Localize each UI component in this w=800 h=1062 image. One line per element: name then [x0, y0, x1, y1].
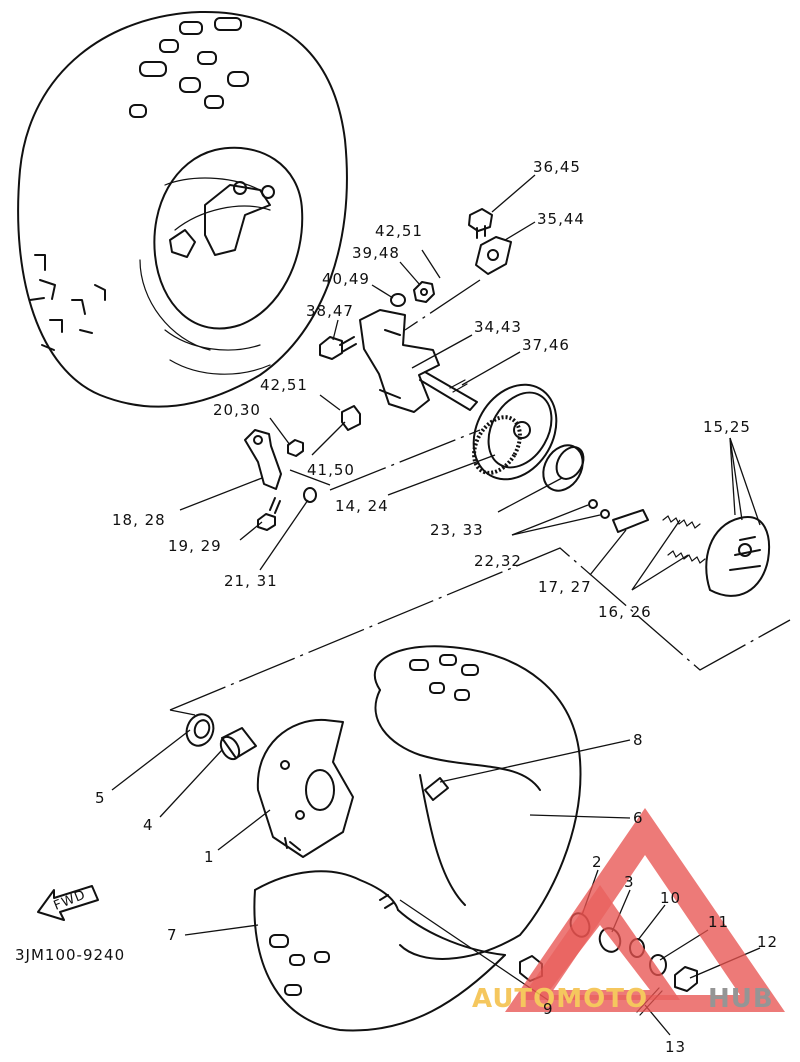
label-34-43: 34,43 [474, 318, 522, 336]
label-13: 13 [665, 1038, 686, 1056]
automotohub-watermark: AUTOMOTO HUB [472, 808, 785, 1014]
label-22-32: 22,32 [474, 552, 522, 570]
label-39-48: 39,48 [352, 244, 400, 262]
label-16-26: 16, 26 [598, 603, 652, 621]
steering-knuckle-assembly [244, 208, 770, 597]
label-2: 2 [592, 853, 603, 871]
label-36-45: 36,45 [533, 158, 581, 176]
part-labels: 36,45 35,44 42,51 39,48 40,49 38,47 34,4… [15, 158, 778, 1056]
label-11: 11 [708, 913, 729, 931]
label-15-25: 15,25 [703, 418, 751, 436]
label-17-27: 17, 27 [538, 578, 592, 596]
label-20-30: 20,30 [213, 401, 261, 419]
label-7: 7 [167, 926, 178, 944]
label-40-49: 40,49 [322, 270, 370, 288]
label-14-24: 14, 24 [335, 497, 389, 515]
label-6: 6 [633, 809, 644, 827]
label-21-31: 21, 31 [224, 572, 278, 590]
label-37-46: 37,46 [522, 336, 570, 354]
assembly-guide-lines [169, 279, 791, 716]
label-5: 5 [95, 789, 106, 807]
label-3: 3 [624, 873, 635, 891]
label-19-29: 19, 29 [168, 537, 222, 555]
label-42-51-top: 42,51 [375, 222, 423, 240]
label-8: 8 [633, 731, 644, 749]
lower-wheel [37, 645, 698, 1032]
label-9: 9 [543, 1000, 554, 1018]
label-4: 4 [143, 816, 154, 834]
label-1: 1 [204, 848, 215, 866]
fwd-arrow [37, 885, 99, 921]
watermark-text-gray: HUB [708, 984, 774, 1014]
label-18-28: 18, 28 [112, 511, 166, 529]
label-42-51-mid: 42,51 [260, 376, 308, 394]
label-10: 10 [660, 889, 681, 907]
label-23-33: 23, 33 [430, 521, 484, 539]
watermark-text-red: AUTOMOTO [472, 984, 648, 1014]
upper-tire [17, 10, 348, 408]
label-38-47: 38,47 [306, 302, 354, 320]
label-12: 12 [757, 933, 778, 951]
label-35-44: 35,44 [537, 210, 585, 228]
label-41-50: 41,50 [307, 461, 355, 479]
drawing-code: 3JM100-9240 [15, 946, 125, 964]
